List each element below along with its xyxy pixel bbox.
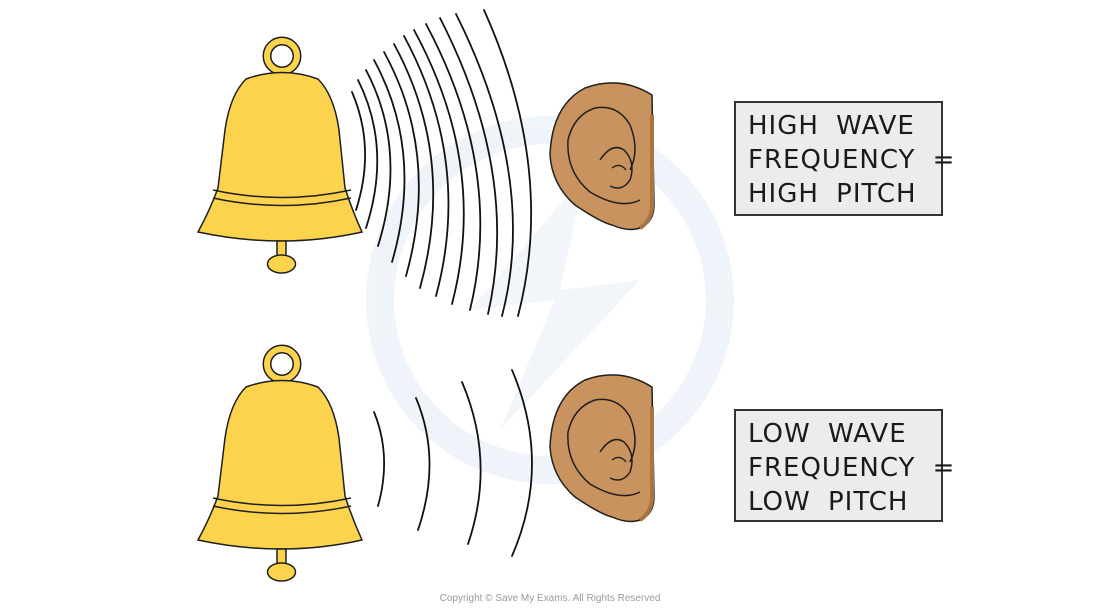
wave-arc <box>455 13 514 317</box>
wave-arc <box>383 51 420 277</box>
sound-waves-high-frequency <box>351 9 533 317</box>
label-line: LOW PITCH <box>748 487 909 517</box>
watermark-logo <box>366 116 734 484</box>
label-line: LOW WAVE <box>748 419 907 449</box>
label-line: FREQUENCY = <box>748 453 956 483</box>
ear-top <box>549 82 655 231</box>
wave-arc <box>373 411 385 507</box>
wave-arc <box>461 381 482 545</box>
wave-arc <box>425 23 482 311</box>
wave-arc <box>351 91 366 211</box>
wave-arc <box>403 35 450 297</box>
ear-bottom <box>549 374 655 523</box>
bell-top <box>196 36 364 274</box>
wave-arc <box>413 29 465 305</box>
label-line: HIGH PITCH <box>748 179 917 209</box>
sound-waves-low-frequency <box>373 369 533 557</box>
wave-arc <box>483 9 533 317</box>
wave-arc <box>511 369 533 557</box>
copyright-notice: Copyright © Save My Exams. All Rights Re… <box>439 593 661 604</box>
wave-arc <box>415 397 431 531</box>
wave-arc <box>373 59 406 263</box>
wave-arc <box>357 79 379 229</box>
bell-bottom <box>196 344 364 582</box>
high-pitch-label: HIGH WAVE FREQUENCY = HIGH PITCH <box>734 101 956 216</box>
label-line: FREQUENCY = <box>748 145 956 175</box>
wave-arc <box>365 69 392 247</box>
wave-arc <box>393 43 435 289</box>
low-pitch-label: LOW WAVE FREQUENCY = LOW PITCH <box>734 409 956 522</box>
label-line: HIGH WAVE <box>748 111 915 141</box>
wave-arc <box>439 17 499 315</box>
